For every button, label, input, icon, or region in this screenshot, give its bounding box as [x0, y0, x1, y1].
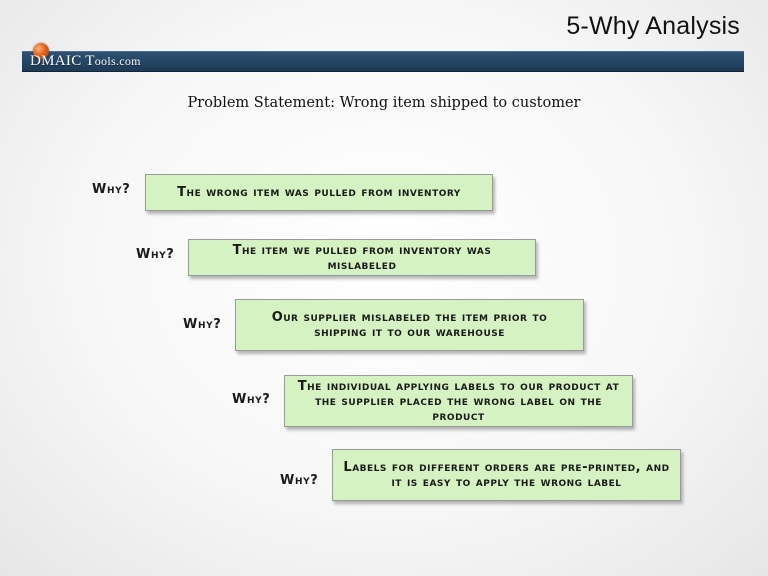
why-answer-4: The individual applying labels to our pr…: [284, 375, 633, 427]
slide-title: 5-Why Analysis: [566, 12, 740, 40]
why-answer-1: The wrong item was pulled from inventory: [145, 174, 493, 211]
why-label-3: Why?: [183, 317, 222, 332]
logo-text-small: ools.com: [94, 53, 141, 68]
logo-text-main: DMAIC T: [30, 52, 95, 69]
why-label-4: Why?: [232, 392, 271, 407]
why-label-5: Why?: [280, 473, 319, 488]
problem-statement: Problem Statement: Wrong item shipped to…: [187, 95, 581, 111]
globe-icon: [33, 43, 49, 59]
why-label-1: Why?: [92, 182, 131, 197]
header-bar: [22, 51, 744, 72]
why-answer-2: The item we pulled from inventory was mi…: [188, 239, 536, 276]
logo-text: DMAIC Tools.com: [30, 53, 141, 70]
logo: DMAIC Tools.com: [30, 43, 141, 72]
why-answer-3: Our supplier mislabeled the item prior t…: [235, 299, 584, 351]
why-label-2: Why?: [136, 247, 175, 262]
why-answer-5: Labels for different orders are pre-prin…: [332, 449, 681, 501]
